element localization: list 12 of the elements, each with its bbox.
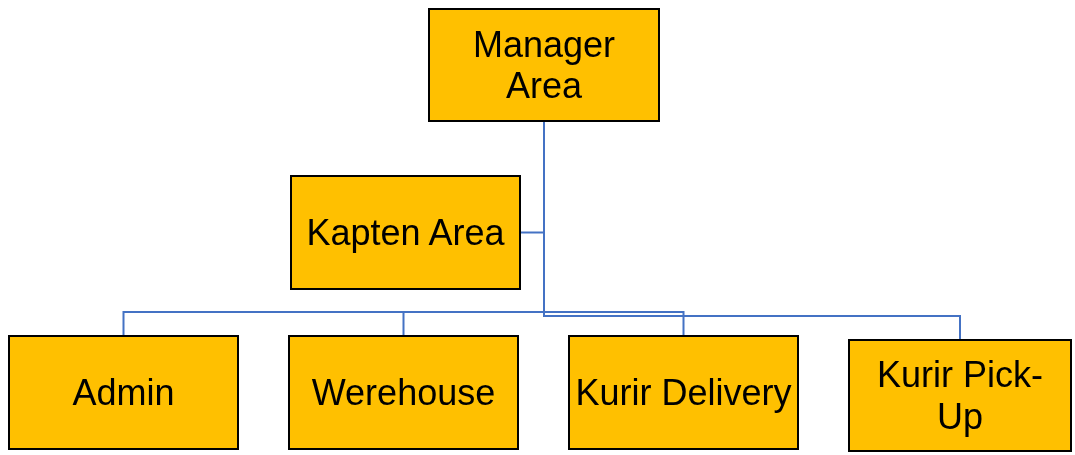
org-box [848,339,1072,452]
org-box [288,335,519,450]
org-box [568,335,799,450]
box-label: Werehouse [311,371,496,414]
box-label: Kurir Pick-Up [876,354,1044,437]
org-box [290,175,521,290]
box-label: Manager Area [471,23,617,107]
box-label: Admin [72,371,175,414]
box-label: Kapten Area [306,211,505,254]
org-box [428,8,660,122]
org-box [8,335,239,450]
box-label: Kurir Delivery [575,371,792,414]
